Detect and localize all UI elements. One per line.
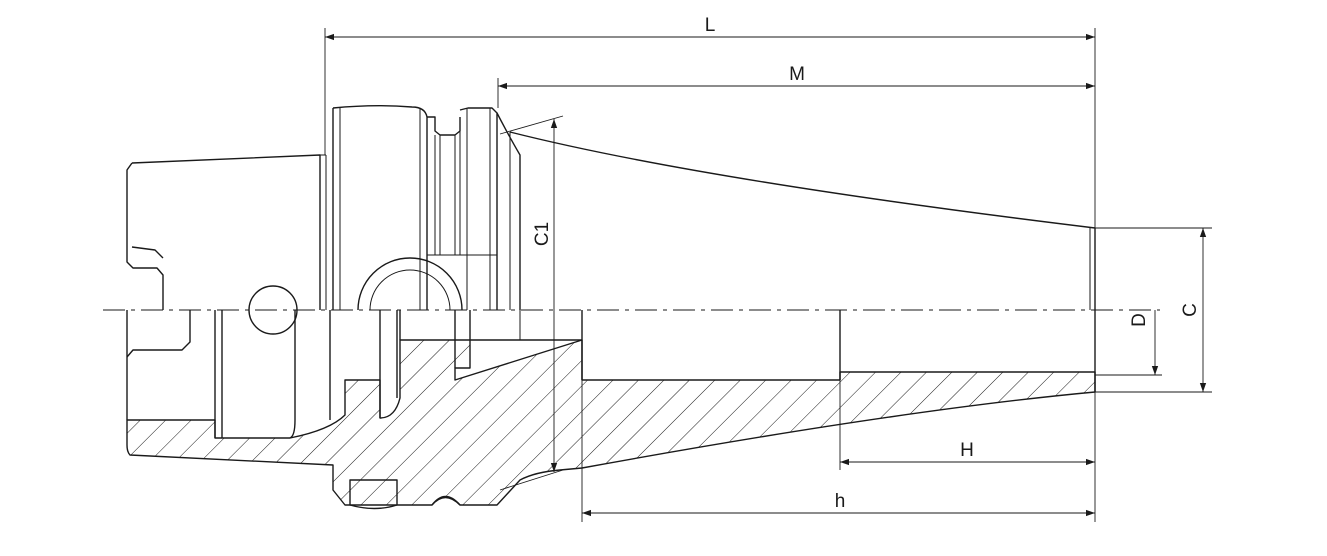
label-h-upper: H bbox=[960, 440, 974, 461]
section-bottom bbox=[126, 310, 1096, 510]
dimension-c: C bbox=[1095, 227, 1212, 393]
drive-ball bbox=[248, 285, 298, 335]
label-m: M bbox=[789, 64, 805, 85]
dimension-l: L bbox=[324, 15, 1096, 228]
label-l: L bbox=[705, 15, 716, 36]
dimension-h-lower: h bbox=[581, 380, 1095, 522]
label-c1: C1 bbox=[532, 222, 553, 246]
label-h-lower: h bbox=[835, 491, 846, 512]
nose-top-view bbox=[509, 131, 1096, 310]
orientation-notch bbox=[357, 257, 463, 311]
dimension-c1: C1 bbox=[499, 115, 564, 491]
flange-top-view bbox=[332, 105, 521, 311]
dimension-d: D bbox=[1095, 310, 1162, 376]
shank-top-view bbox=[126, 154, 327, 335]
dimension-h-upper: H bbox=[839, 380, 1096, 522]
label-c: C bbox=[1180, 303, 1201, 317]
dimension-m: M bbox=[497, 64, 1095, 108]
label-d: D bbox=[1129, 313, 1150, 327]
